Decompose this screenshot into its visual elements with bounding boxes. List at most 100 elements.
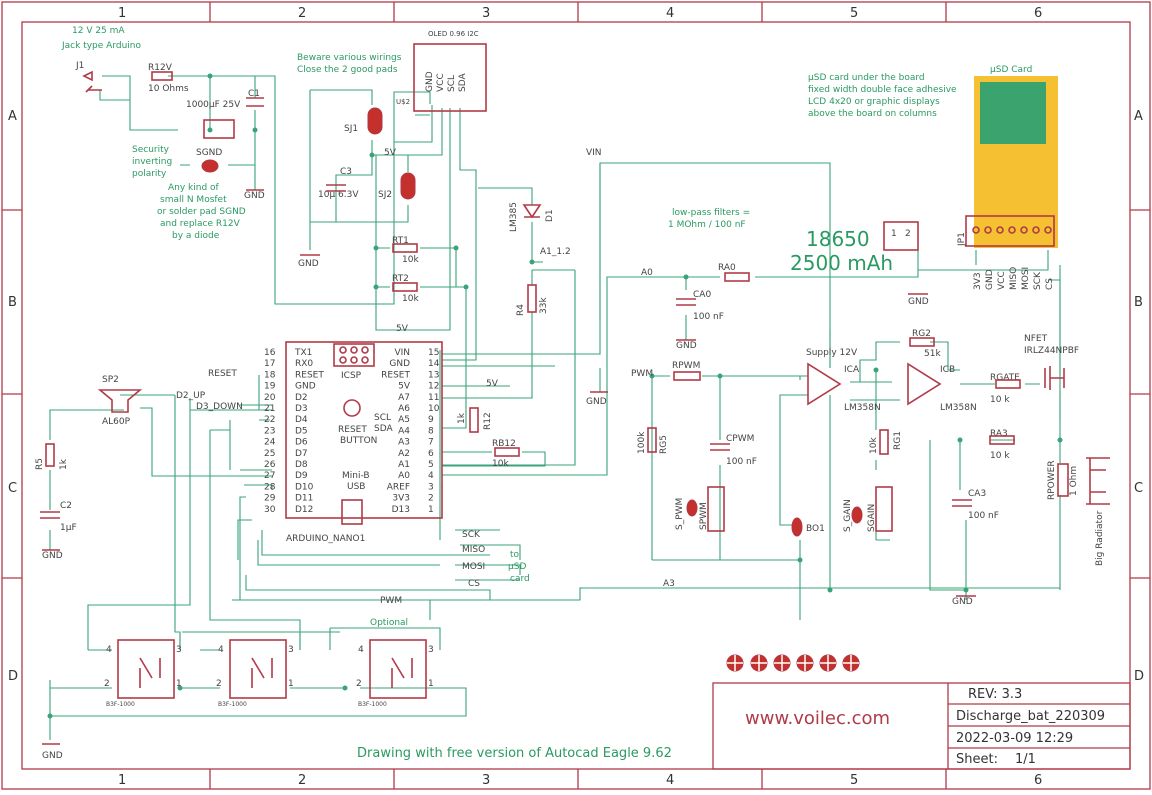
s-pwm-label: S_PWM bbox=[675, 498, 685, 530]
rt1-value: 10k bbox=[402, 255, 419, 265]
nano-right-pin-number: 8 bbox=[428, 426, 434, 436]
rpwm-resistor bbox=[673, 371, 701, 381]
rg2-resistor bbox=[909, 337, 935, 347]
reset-button-symbol bbox=[343, 399, 361, 417]
reference-section: LM385 D1 A1_1.2 R4 33k VIN 5V GND 1k R12… bbox=[457, 148, 608, 469]
r12v-label: R12V bbox=[148, 63, 173, 73]
nano-right-pin-name: A2 bbox=[398, 449, 410, 459]
usb-connector bbox=[341, 499, 363, 525]
nano-right-pin-number: 1 bbox=[428, 505, 434, 515]
svg-text:2: 2 bbox=[216, 679, 222, 689]
svg-text:1: 1 bbox=[891, 229, 897, 239]
sgain-label: SGAIN bbox=[867, 504, 877, 532]
col-label-top-2: 2 bbox=[298, 6, 306, 21]
dc-jack-symbol bbox=[82, 70, 102, 93]
sd-card-section: µSD card under the board fixed width dou… bbox=[808, 65, 1058, 290]
nano-left-pin-name: GND bbox=[295, 382, 316, 392]
nano-left-pin-name: D12 bbox=[295, 505, 313, 515]
optional-note: Optional bbox=[370, 618, 408, 628]
nano-right-pin-name: AREF bbox=[387, 482, 410, 492]
sd-note-2: fixed width double face adhesive bbox=[808, 85, 957, 95]
cpwm-value: 100 nF bbox=[726, 457, 757, 467]
cpwm-label: CPWM bbox=[726, 434, 754, 444]
d1-label: D1 bbox=[545, 209, 555, 222]
drawing-name-text: Discharge_bat_220309 bbox=[956, 709, 1105, 724]
d2-up-label: D2_UP bbox=[176, 391, 206, 401]
sheet-label: Sheet: bbox=[956, 752, 998, 767]
rt1-label: RT1 bbox=[392, 236, 409, 246]
security-note-3: polarity bbox=[132, 169, 167, 179]
c3-capacitor bbox=[326, 184, 346, 192]
rg5-resistor bbox=[647, 427, 657, 453]
rg1-resistor bbox=[879, 429, 889, 455]
ra0-label: RA0 bbox=[718, 263, 736, 273]
ra0-resistor bbox=[724, 272, 750, 282]
nano-right-pin-name: A7 bbox=[398, 393, 410, 403]
svg-text:1: 1 bbox=[288, 679, 294, 689]
radiator-note: Big Radiator bbox=[1095, 510, 1105, 566]
nfet-label-1: NFET bbox=[1024, 334, 1048, 344]
col-label-top-4: 4 bbox=[666, 6, 674, 21]
col-label-top-6: 6 bbox=[1034, 6, 1042, 21]
row-label-right-a: A bbox=[1134, 109, 1143, 124]
speaker-section: SP2 AL60P R5 1k C2 1µF GND bbox=[35, 375, 143, 561]
rgate-resistor bbox=[995, 379, 1021, 389]
sj2-label: SJ2 bbox=[378, 190, 392, 200]
svg-text:4: 4 bbox=[106, 645, 112, 655]
col-label-top-5: 5 bbox=[850, 6, 858, 21]
nano-right-pin-name: A5 bbox=[398, 415, 410, 425]
nano-left-pin-name: RX0 bbox=[295, 359, 313, 369]
oled-label: OLED 0.96 I2C bbox=[428, 30, 479, 38]
sj1-label: SJ1 bbox=[344, 124, 358, 134]
svg-text:2: 2 bbox=[905, 229, 911, 239]
sd-connector-pins bbox=[972, 226, 1052, 234]
ica-part: LM358N bbox=[844, 403, 881, 413]
mosfet-note-4: and replace R12V bbox=[160, 219, 241, 229]
nano-left-pin-number: 25 bbox=[264, 449, 275, 459]
rg2-label: RG2 bbox=[912, 329, 931, 339]
r12v-value: 10 Ohms bbox=[148, 84, 189, 94]
beware-note-1: Beware various wirings bbox=[297, 53, 402, 63]
rb12-resistor bbox=[494, 447, 520, 457]
ca3-value: 100 nF bbox=[968, 511, 999, 521]
sd-pin-cs: CS bbox=[1045, 278, 1055, 290]
svg-text:3: 3 bbox=[288, 645, 294, 655]
nano-left-pin-name: D11 bbox=[295, 494, 313, 504]
lowpass-note-2: 1 MOhm / 100 nF bbox=[668, 220, 746, 230]
row-label-right-c: C bbox=[1134, 481, 1143, 496]
nano-right-pin-number: 9 bbox=[428, 415, 434, 425]
spwm-label: SPWM bbox=[699, 502, 709, 530]
title-block: www.voilec.com REV: 3.3 Discharge_bat_22… bbox=[712, 654, 1131, 770]
nano-right-pin-name: D13 bbox=[392, 505, 410, 515]
svg-text:2: 2 bbox=[356, 679, 362, 689]
rg2-value: 51k bbox=[924, 349, 941, 359]
nano-right-pin-number: 11 bbox=[428, 393, 439, 403]
spi-note-to: to bbox=[510, 550, 520, 560]
gnd-label-buttons: GND bbox=[42, 751, 63, 761]
sd-pin-vcc: VCC bbox=[997, 271, 1007, 290]
svg-text:B3F-1000: B3F-1000 bbox=[218, 701, 247, 708]
nano-left-pin-number: 27 bbox=[264, 471, 275, 481]
nano-right-pin-number: 3 bbox=[428, 482, 434, 492]
reset-net-label: RESET bbox=[208, 369, 237, 379]
nano-body bbox=[285, 341, 443, 519]
supply-note: Supply 12V bbox=[806, 348, 858, 358]
svg-text:3: 3 bbox=[428, 645, 434, 655]
rt1-resistor bbox=[392, 243, 418, 253]
sd-pin-sck: SCK bbox=[1033, 271, 1043, 290]
usb-label-1: Mini-B bbox=[342, 471, 370, 481]
oled-pin-vcc: VCC bbox=[436, 73, 446, 92]
ca3-label: CA3 bbox=[968, 489, 986, 499]
ra3-resistor bbox=[989, 435, 1015, 445]
col-label-bottom-6: 6 bbox=[1034, 773, 1042, 788]
nano-left-pin-number: 20 bbox=[264, 393, 276, 403]
nano-right-pin-number: 6 bbox=[428, 449, 434, 459]
power-note: 12 V 25 mA bbox=[72, 26, 125, 36]
security-note-1: Security bbox=[132, 145, 170, 155]
pwm-net-label: PWM bbox=[631, 369, 653, 379]
rpower-resistor bbox=[1057, 463, 1069, 497]
d3-down-label: D3_DOWN bbox=[196, 402, 243, 412]
r5-resistor bbox=[45, 443, 55, 467]
c1-capacitor bbox=[246, 97, 264, 107]
